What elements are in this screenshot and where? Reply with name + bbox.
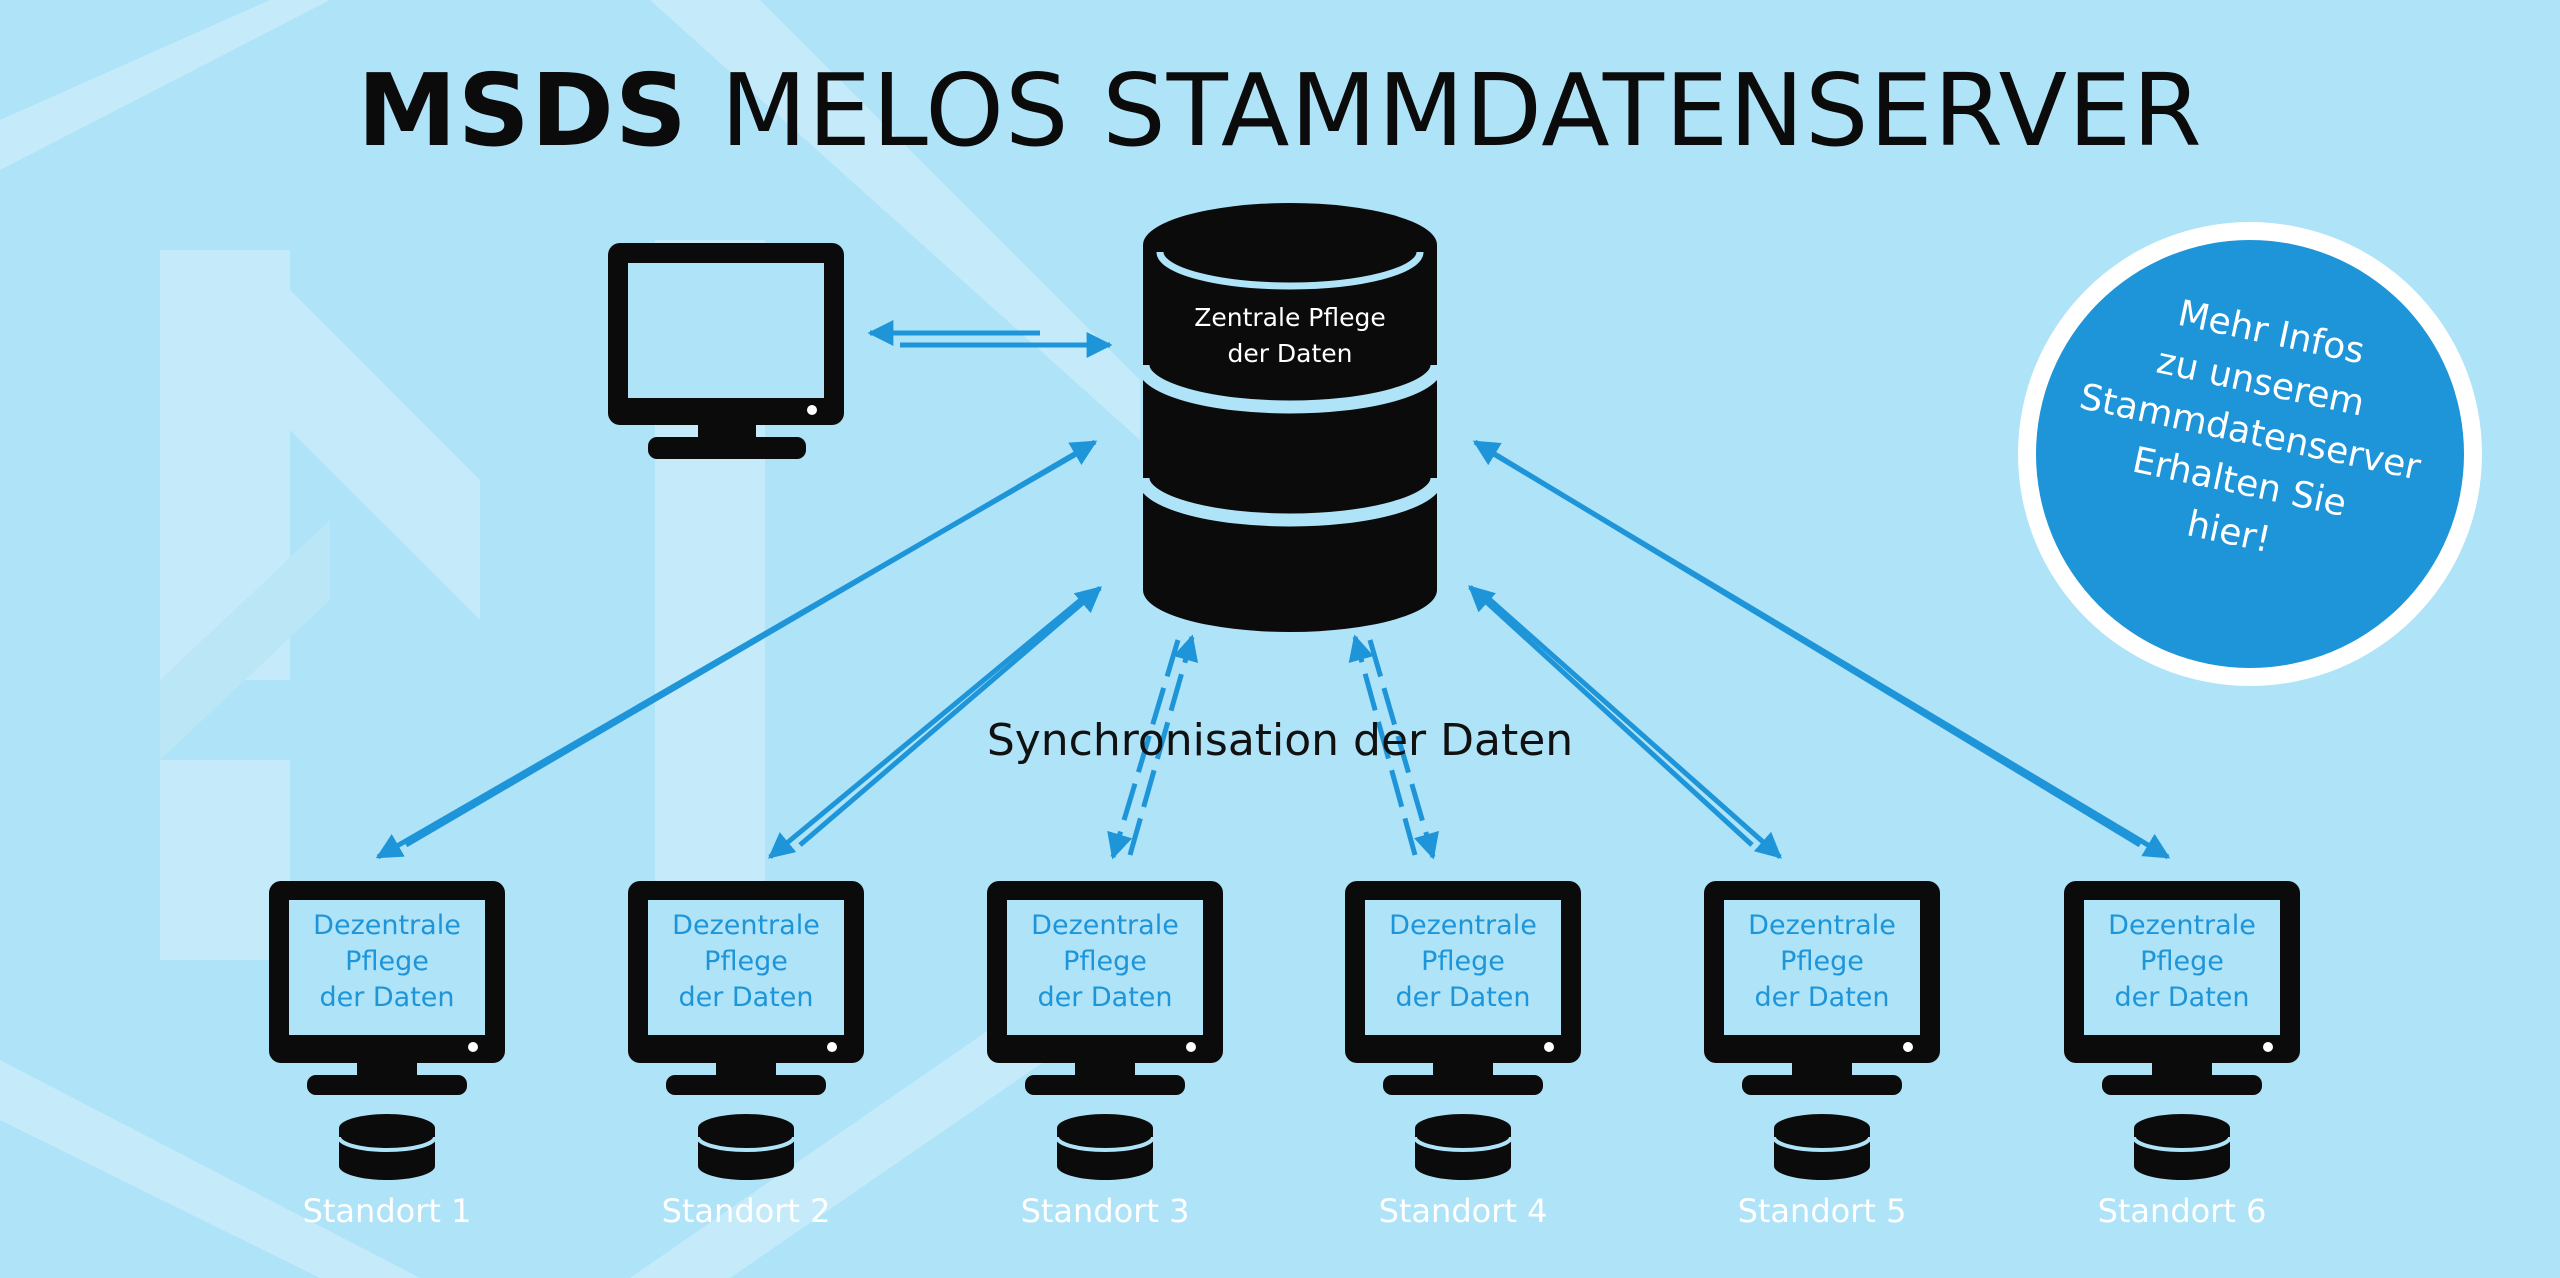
site-screen-line-2: Pflege: [1780, 946, 1864, 977]
page-title: MSDS MELOS STAMMDATENSERVER: [0, 52, 2560, 169]
site-database-icon: [337, 1114, 437, 1180]
site-screen-line-1: Dezentrale: [1389, 910, 1537, 941]
arrow-to-site-2: [767, 596, 1085, 859]
arrow-to-site-5: [1486, 596, 1782, 859]
site-arrow-pair-1: [375, 439, 1098, 860]
arrow-to-central-5: [1468, 585, 1754, 847]
info-badge-inner: [2036, 240, 2464, 668]
site-screen-line-2: Pflege: [345, 946, 429, 977]
site-screen-line-1: Dezentrale: [1748, 910, 1896, 941]
site-database-icon: [696, 1114, 796, 1180]
site-screen-line-1: Dezentrale: [672, 910, 820, 941]
site-monitor-icon: [269, 881, 505, 1095]
site-screen-line-2: Pflege: [1421, 946, 1505, 977]
site-device-1: [269, 881, 505, 1180]
site-screen-line-1: Dezentrale: [313, 910, 461, 941]
site-screen-line-3: der Daten: [1037, 982, 1173, 1013]
site-device-4: [1345, 881, 1581, 1180]
site-database-icon: [1413, 1114, 1513, 1180]
central-db-label-line1: Zentrale Pflege: [1194, 303, 1386, 332]
central-database-icon: [1136, 203, 1444, 632]
site-label: Standort 3: [1020, 1192, 1190, 1230]
site-screen-line-3: der Daten: [1754, 982, 1890, 1013]
site-screen-line-3: der Daten: [678, 982, 814, 1013]
site-arrow-pair-5: [1468, 585, 1782, 859]
site-arrow-pair-2: [767, 586, 1102, 859]
site-screen-line-3: der Daten: [2114, 982, 2250, 1013]
watermark-logo: [0, 0, 1140, 1278]
site-monitor-icon: [1345, 881, 1581, 1095]
site-arrow-pair-4: [1348, 634, 1439, 860]
site-screen-line-2: Pflege: [704, 946, 788, 977]
site-label: Standort 4: [1378, 1192, 1548, 1230]
site-monitor-icon: [987, 881, 1223, 1095]
arrow-to-central-4: [1348, 634, 1418, 856]
title-rest: MELOS STAMMDATENSERVER: [720, 52, 2203, 169]
arrow-to-central-2: [798, 586, 1102, 847]
info-badge-button[interactable]: [2018, 222, 2482, 686]
arrow-to-central-3: [1127, 634, 1199, 856]
site-monitor-icon: [2064, 881, 2300, 1095]
site-screen-line-3: der Daten: [319, 982, 455, 1013]
arrow-to-site-4: [1367, 639, 1439, 860]
site-device-3: [987, 881, 1223, 1180]
site-device-2: [628, 881, 864, 1180]
site-database-icon: [2132, 1114, 2232, 1180]
arrow-to-site-1: [375, 450, 1080, 860]
site-screen-line-1: Dezentrale: [1031, 910, 1179, 941]
arrow-to-site-3: [1107, 639, 1181, 860]
central-db-label-line2: der Daten: [1227, 339, 1353, 368]
sync-label: Synchronisation der Daten: [986, 715, 1574, 766]
site-sync-arrows: [375, 439, 2171, 860]
site-label: Standort 6: [2097, 1192, 2267, 1230]
site-arrow-pair-3: [1107, 634, 1199, 860]
arrow-to-site-6: [1490, 450, 2171, 860]
site-device-6: [2064, 881, 2300, 1180]
site-screen-line-1: Dezentrale: [2108, 910, 2256, 941]
title-bold: MSDS: [357, 52, 688, 169]
site-label: Standort 2: [661, 1192, 831, 1230]
site-label: Standort 5: [1737, 1192, 1907, 1230]
site-device-5: [1704, 881, 1940, 1180]
site-devices: [269, 881, 2300, 1180]
site-screen-line-2: Pflege: [1063, 946, 1147, 977]
site-label: Standort 1: [302, 1192, 472, 1230]
central-db-label: Zentrale Pflege der Daten: [1145, 300, 1435, 372]
site-database-icon: [1772, 1114, 1872, 1180]
site-monitor-icon: [1704, 881, 1940, 1095]
site-arrow-pair-6: [1472, 439, 2171, 860]
admin-monitor-icon: [608, 243, 844, 459]
site-monitor-icon: [628, 881, 864, 1095]
site-screen-line-2: Pflege: [2140, 946, 2224, 977]
admin-sync-arrows: [867, 320, 1113, 358]
site-database-icon: [1055, 1114, 1155, 1180]
site-screen-line-3: der Daten: [1395, 982, 1531, 1013]
